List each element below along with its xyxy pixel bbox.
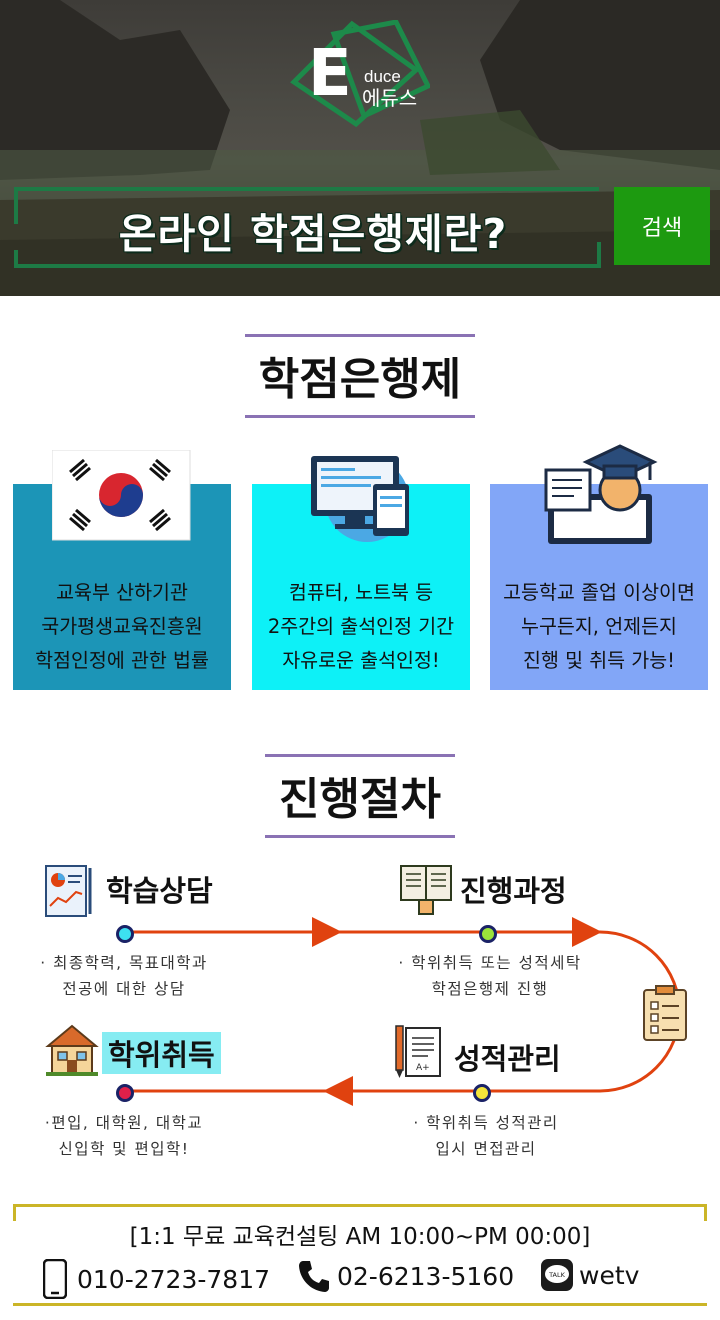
step-desc-consult: · 최종학력, 목표대학과 전공에 대한 상담: [40, 954, 208, 998]
step-desc-progress: · 학위취득 또는 성적세탁 학점은행제 진행: [398, 954, 582, 998]
hero-banner: E duce 에듀스 온라인 학점은행제란? 검색: [0, 0, 720, 296]
step-title-degree: 학위취득: [102, 1032, 221, 1074]
korean-flag-icon: [52, 450, 191, 541]
logo-letter: E: [308, 37, 352, 111]
open-book-icon: [400, 865, 452, 915]
svg-text:TALK: TALK: [548, 1271, 566, 1279]
card-line: 자유로운 출석인정!: [282, 649, 440, 672]
step-desc-degree: ·편입, 대학원, 대학교 신입학 및 편입학!: [44, 1114, 204, 1158]
hero-frame-lines: [14, 187, 601, 268]
card-line: 진행 및 취득 가능!: [523, 649, 675, 672]
kakao-id[interactable]: wetv: [579, 1260, 640, 1290]
contact-footer: [1:1 무료 교육컨설팅 AM 10:00~PM 00:00] 010-272…: [13, 1204, 707, 1306]
card-line: 교육부 산하기관: [56, 581, 188, 604]
mobile-phone-icon: [43, 1259, 67, 1299]
card-line: 고등학교 졸업 이상이면: [503, 581, 695, 604]
step-title-consult: 학습상담: [106, 874, 213, 908]
logo-subtitle: duce: [364, 67, 401, 86]
info-card-eligibility: 고등학교 졸업 이상이면 누구든지, 언제든지 진행 및 취득 가능!: [490, 484, 708, 690]
card-line: 누구든지, 언제든지: [521, 615, 677, 638]
timeline-dot: [116, 1084, 134, 1102]
kakao-contact[interactable]: TALK wetv: [541, 1259, 639, 1291]
phone-contact[interactable]: 02-6213-5160: [297, 1259, 514, 1293]
card-line: 2주간의 출석인정 기간: [267, 615, 455, 638]
card-line: 학점인정에 관한 법률: [35, 649, 209, 672]
consulting-hours: [1:1 무료 교육컨설팅 AM 10:00~PM 00:00]: [129, 1224, 591, 1250]
devices-icon: [311, 456, 409, 542]
mobile-contact[interactable]: 010-2723-7817: [43, 1259, 270, 1299]
svg-text:A+: A+: [416, 1063, 430, 1073]
card-line: 컴퓨터, 노트북 등: [288, 581, 434, 604]
step-title-grades: 성적관리: [454, 1042, 561, 1076]
timeline-dot: [116, 925, 134, 943]
search-button[interactable]: 검색: [614, 187, 710, 265]
step-title-progress: 진행과정: [460, 874, 567, 908]
report-chart-icon: [45, 865, 92, 917]
process-timeline: [125, 917, 687, 1106]
hero-title-frame: 온라인 학점은행제란?: [13, 186, 601, 268]
logo-frame-icon: [290, 20, 430, 128]
mobile-number[interactable]: 010-2723-7817: [77, 1264, 271, 1294]
graduate-laptop-icon: [544, 444, 658, 544]
timeline-dot: [473, 1084, 491, 1102]
card-line: 국가평생교육진흥원: [41, 615, 203, 638]
phone-number[interactable]: 02-6213-5160: [337, 1261, 515, 1291]
house-icon: [45, 1024, 99, 1076]
timeline-dot: [479, 925, 497, 943]
kakaotalk-icon: TALK: [541, 1259, 573, 1291]
canyon-background-image: [0, 0, 720, 296]
grade-report-icon: A+: [395, 1025, 441, 1078]
hero-title: 온라인 학점은행제란?: [118, 210, 508, 258]
checklist-icon: [643, 985, 687, 1041]
section-title-credit-bank: 학점은행제: [0, 334, 720, 418]
step-desc-grades: · 학위취득 성적관리 입시 면접관리: [413, 1114, 559, 1158]
logo-name: 에듀스: [362, 86, 418, 110]
section-title-process: 진행절차: [0, 754, 720, 838]
telephone-icon: [299, 1261, 329, 1292]
educe-logo[interactable]: E duce 에듀스: [290, 20, 430, 130]
